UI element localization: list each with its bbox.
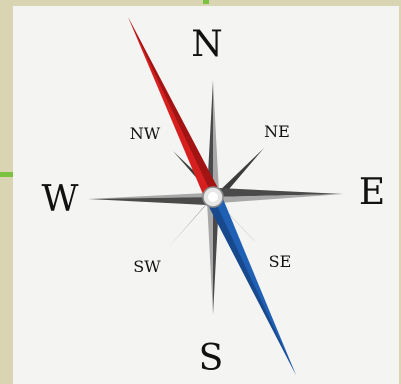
label-northwest: NW xyxy=(130,124,161,143)
point-s-light xyxy=(207,197,213,315)
label-northeast: NE xyxy=(264,122,290,141)
label-west: W xyxy=(41,179,78,220)
label-east: E xyxy=(359,172,385,213)
label-north: N xyxy=(191,24,223,65)
label-south: S xyxy=(199,338,224,379)
label-southwest: SW xyxy=(133,257,161,276)
point-n-light xyxy=(213,80,219,197)
needle-pivot-center xyxy=(208,192,218,202)
label-southeast: SE xyxy=(269,252,292,271)
